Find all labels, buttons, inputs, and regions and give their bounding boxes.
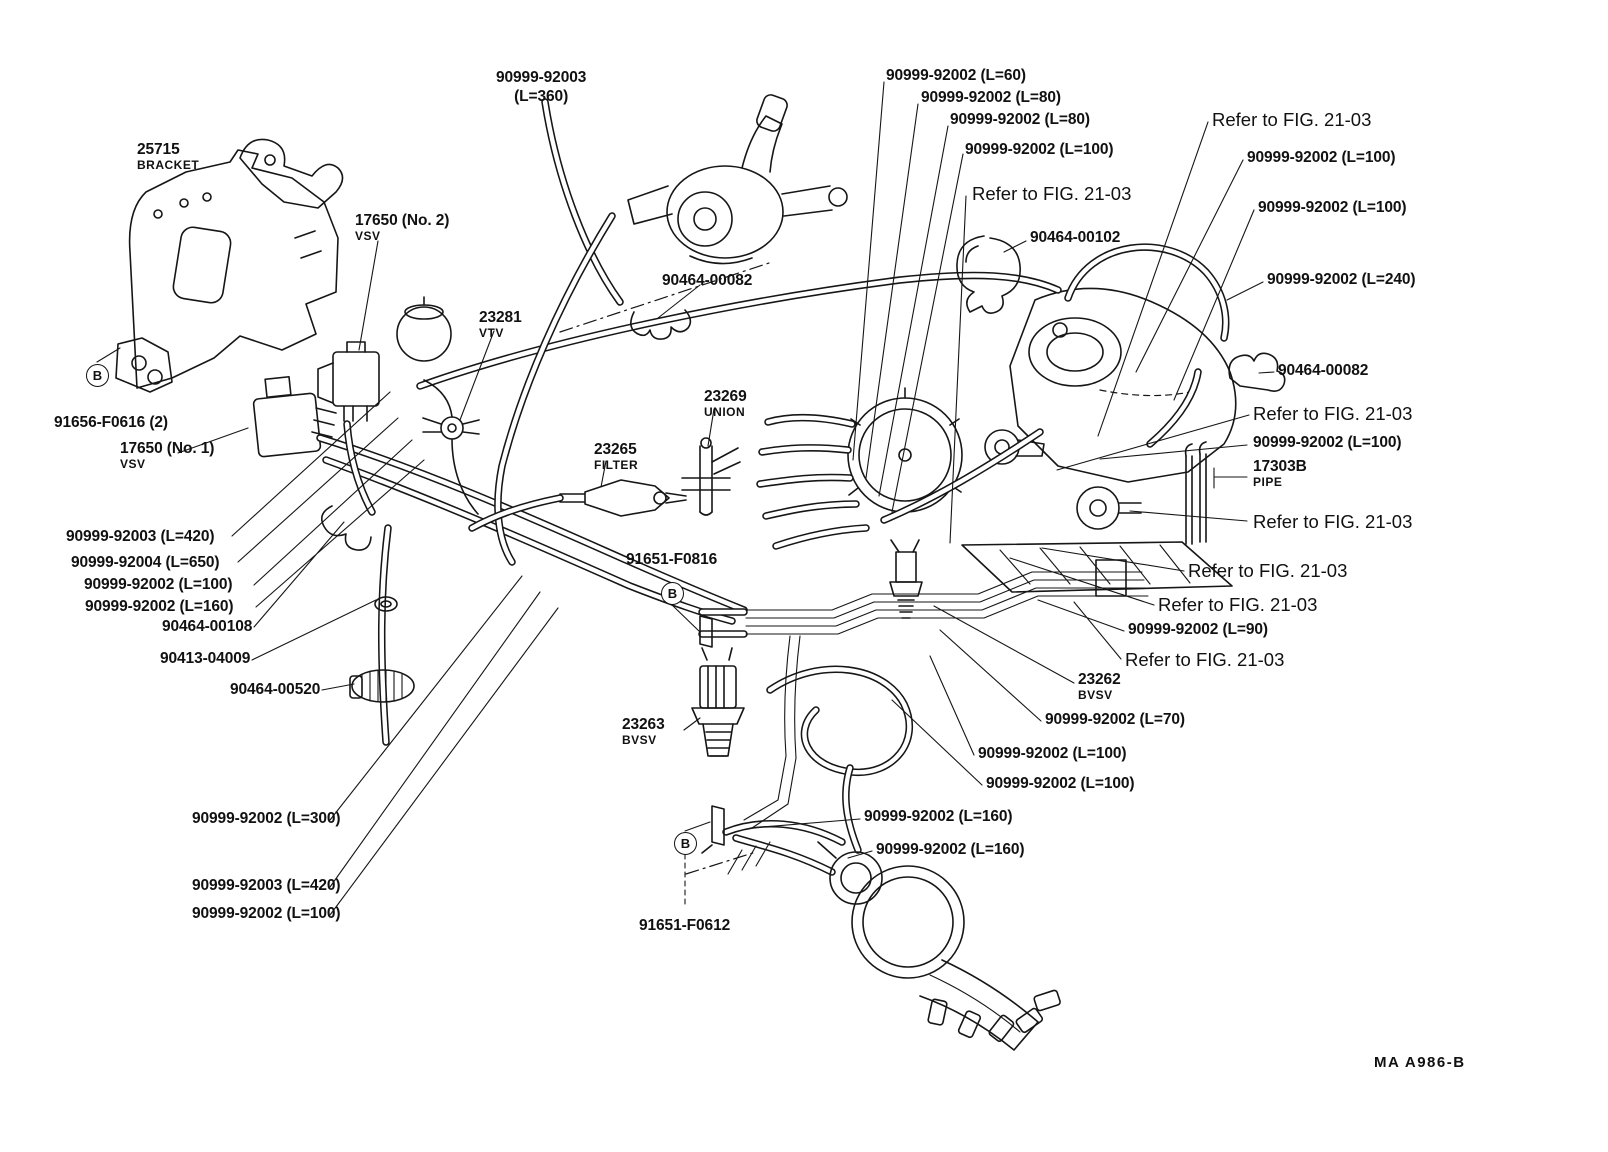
label-90999-92002-l100f: 90999-92002 (L=100) [978, 745, 1127, 762]
label-90999-92002-l300: 90999-92002 (L=300) [192, 810, 341, 827]
note-badge-b: B [661, 582, 684, 605]
label-90464-00520: 90464-00520 [230, 681, 321, 698]
label-90999-92002-l60: 90999-92002 (L=60) [886, 67, 1026, 84]
label-refer-fig-2103-2: Refer to FIG. 21-03 [972, 183, 1132, 204]
label-17650-no1-vsv: 17650 (No. 1)VSV [120, 440, 215, 472]
label-90999-92002-l100g: 90999-92002 (L=100) [986, 775, 1135, 792]
note-badge-b: B [674, 832, 697, 855]
label-90413-04009: 90413-04009 [160, 650, 251, 667]
label-90999-92003-l420b: 90999-92003 (L=420) [192, 877, 341, 894]
label-90999-92002-l240: 90999-92002 (L=240) [1267, 271, 1416, 288]
label-90999-92002-l160a: 90999-92002 (L=160) [85, 598, 234, 615]
label-90999-92002-l100a: 90999-92002 (L=100) [965, 141, 1114, 158]
label-refer-fig-2103-6: Refer to FIG. 21-03 [1158, 594, 1318, 615]
label-90999-92002-l100h: 90999-92002 (L=100) [192, 905, 341, 922]
small-parts [320, 235, 1286, 1051]
label-90999-92002-l70: 90999-92002 (L=70) [1045, 711, 1185, 728]
label-90464-00082-right: 90464-00082 [1278, 362, 1369, 379]
label-90999-92002-l100b: 90999-92002 (L=100) [1247, 149, 1396, 166]
label-90999-92002-l80b: 90999-92002 (L=80) [950, 111, 1090, 128]
label-refer-fig-2103-4: Refer to FIG. 21-03 [1253, 511, 1413, 532]
label-91651-f0612: 91651-F0612 [639, 917, 731, 934]
label-90464-00108: 90464-00108 [162, 618, 253, 635]
label-90464-00102: 90464-00102 [1030, 229, 1121, 246]
label-refer-fig-2103-5: Refer to FIG. 21-03 [1188, 560, 1348, 581]
label-91651-f0816: 91651-F0816 [626, 551, 718, 568]
hose-runs [316, 98, 1230, 876]
label-90464-00082-left: 90464-00082 [662, 272, 753, 289]
label-90999-92002-l100c: 90999-92002 (L=100) [1258, 199, 1407, 216]
note-badge-b: B [86, 364, 109, 387]
label-90999-92002-l80a: 90999-92002 (L=80) [921, 89, 1061, 106]
label-refer-fig-2103-3: Refer to FIG. 21-03 [1253, 403, 1413, 424]
label-90999-92002-l160b: 90999-92002 (L=160) [864, 808, 1013, 825]
label-90999-92002-l160c: 90999-92002 (L=160) [876, 841, 1025, 858]
label-90999-92004-l650: 90999-92004 (L=650) [71, 554, 220, 571]
label-90999-92003-l360: 90999-92003 (L=360) [496, 69, 587, 106]
label-refer-fig-2103-7: Refer to FIG. 21-03 [1125, 649, 1285, 670]
label-90999-92002-l100e: 90999-92002 (L=100) [84, 576, 233, 593]
label-refer-fig-2103-1: Refer to FIG. 21-03 [1212, 109, 1372, 130]
label-91656-f0616: 91656-F0616 (2) [54, 414, 168, 431]
leader-lines [96, 81, 1275, 916]
figure-code: MA A986-B [1374, 1054, 1466, 1071]
label-90999-92002-l90: 90999-92002 (L=90) [1128, 621, 1268, 638]
label-17650-no2-vsv: 17650 (No. 2)VSV [355, 212, 450, 244]
label-90999-92002-l100d: 90999-92002 (L=100) [1253, 434, 1402, 451]
component-outlines [115, 94, 1237, 593]
label-90999-92003-l420a: 90999-92003 (L=420) [66, 528, 215, 545]
